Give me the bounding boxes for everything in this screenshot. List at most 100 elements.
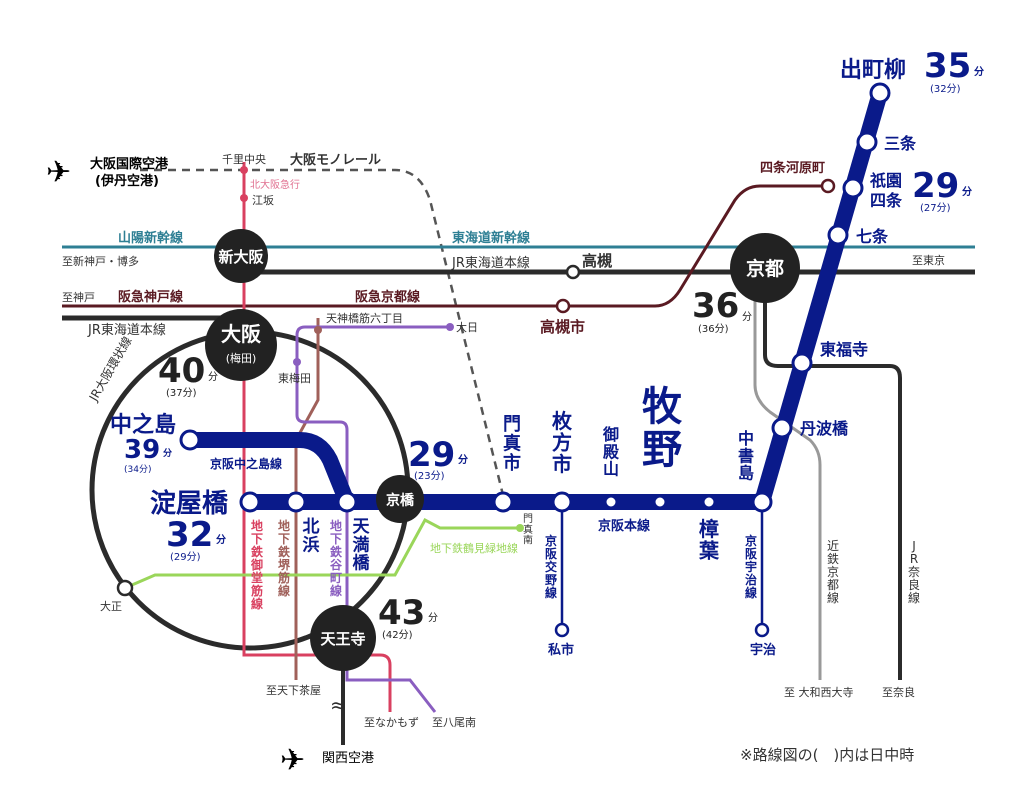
station-hirakata[interactable]: 牧野 bbox=[642, 384, 683, 473]
minor-stations bbox=[116, 166, 836, 638]
svg-text:(36分): (36分) bbox=[698, 323, 729, 335]
svg-text:分: 分 bbox=[216, 533, 226, 546]
dest-tokyo: 至東京 bbox=[912, 253, 945, 267]
station-uji[interactable]: 宇治 bbox=[750, 642, 776, 658]
label-tokaido-shinkansen: 東海道新幹線 bbox=[452, 230, 531, 246]
svg-text:分: 分 bbox=[962, 185, 972, 198]
svg-text:分: 分 bbox=[163, 447, 172, 459]
station-yodoyabashi[interactable]: 淀屋橋 bbox=[150, 488, 229, 519]
station-kuzuha[interactable]: 樟葉 bbox=[698, 517, 720, 563]
svg-text:(23分): (23分) bbox=[414, 470, 445, 482]
svg-text:32: 32 bbox=[166, 515, 213, 555]
sakaisuji-line bbox=[294, 318, 320, 680]
keihan-stations bbox=[179, 82, 891, 513]
svg-text:40: 40 bbox=[158, 351, 205, 391]
station-kitahama[interactable]: 北浜 bbox=[303, 517, 320, 555]
station-kyobashi[interactable]: 京橋 bbox=[386, 492, 415, 509]
tanimachi-line bbox=[295, 325, 450, 713]
svg-text:(37分): (37分) bbox=[166, 387, 197, 399]
dest-yaominami: 至八尾南 bbox=[432, 716, 476, 729]
tsurumi-line bbox=[124, 517, 520, 590]
break-mark: ≈ bbox=[330, 693, 347, 717]
station-takatsukishi[interactable]: 高槻市 bbox=[540, 318, 585, 336]
label-keihan-main: 京阪本線 bbox=[598, 518, 651, 534]
label-tanimachi: 地下鉄谷町線 bbox=[330, 518, 343, 598]
label-hankyu-kyoto: 阪急京都線 bbox=[355, 289, 421, 305]
station-taisho[interactable]: 大正 bbox=[100, 599, 122, 613]
footnote: ※路線図の( )内は日中時 bbox=[740, 746, 914, 764]
station-kawaramachi[interactable]: 四条河原町 bbox=[760, 160, 825, 176]
station-higashiumeda[interactable]: 東梅田 bbox=[278, 371, 311, 385]
station-esaka[interactable]: 江坂 bbox=[252, 194, 274, 207]
station-gion[interactable]: 祇園 bbox=[869, 171, 902, 190]
hankyu-line bbox=[62, 184, 828, 308]
station-gotenyama[interactable]: 御殿山 bbox=[602, 425, 620, 479]
monorail-line bbox=[140, 168, 505, 496]
label-midosuji: 地下鉄御堂筋線 bbox=[250, 518, 263, 611]
station-kisaichi[interactable]: 私市 bbox=[548, 642, 574, 658]
label-kitakyu: 北大阪急行 bbox=[250, 178, 300, 191]
airplane-icon: ✈ bbox=[46, 155, 71, 190]
jr-nara-line bbox=[763, 300, 902, 680]
station-tambabashi[interactable]: 丹波橋 bbox=[800, 419, 849, 438]
svg-text:29: 29 bbox=[408, 435, 455, 475]
hub-stations bbox=[205, 229, 800, 671]
station-shijo[interactable]: 四条 bbox=[870, 191, 903, 210]
station-demachi[interactable]: 出町柳 bbox=[840, 57, 906, 83]
itami-airport-label: 大阪国際空港 bbox=[90, 156, 169, 172]
label-katano: 京阪交野線 bbox=[545, 533, 558, 600]
station-takatsuki[interactable]: 高槻 bbox=[582, 252, 612, 270]
station-shichijo[interactable]: 七条 bbox=[856, 227, 889, 246]
svg-text:36: 36 bbox=[692, 286, 739, 326]
svg-text:35: 35 bbox=[924, 46, 971, 86]
svg-text:分: 分 bbox=[428, 612, 438, 624]
label-kintetsu: 近鉄京都線 bbox=[827, 539, 839, 605]
station-nakanoshima[interactable]: 中之島 bbox=[110, 412, 176, 438]
station-osaka-sub: (梅田) bbox=[226, 351, 257, 365]
midosuji-line bbox=[242, 162, 392, 712]
dest-nara: 至奈良 bbox=[882, 685, 915, 699]
station-kyoto[interactable]: 京都 bbox=[746, 257, 784, 280]
station-kadomaminami[interactable]: 門真南 bbox=[523, 513, 533, 547]
station-chushojima[interactable]: 中書島 bbox=[738, 429, 754, 483]
label-sanyo: 山陽新幹線 bbox=[118, 230, 184, 246]
station-shin-osaka[interactable]: 新大阪 bbox=[218, 248, 264, 266]
station-kadomashi[interactable]: 門真市 bbox=[503, 414, 521, 474]
station-sanjo[interactable]: 三条 bbox=[884, 134, 917, 153]
station-tennoji[interactable]: 天王寺 bbox=[320, 630, 365, 648]
station-hirakatashi[interactable]: 枚方市 bbox=[552, 409, 573, 476]
svg-text:(42分): (42分) bbox=[382, 629, 413, 641]
label-nakanoshima-line: 京阪中之島線 bbox=[210, 456, 282, 471]
station-temmabashi[interactable]: 天満橋 bbox=[353, 517, 371, 574]
label-sakaisuji: 地下鉄堺筋線 bbox=[277, 518, 291, 598]
label-jr-tokaido-east: JR東海道本線 bbox=[451, 255, 530, 271]
svg-text:分: 分 bbox=[208, 371, 218, 383]
kansai-airport-label: 関西空港 bbox=[322, 751, 374, 766]
label-hankyu-kobe: 阪急神戸線 bbox=[118, 289, 184, 305]
svg-text:29: 29 bbox=[912, 166, 959, 206]
svg-text:分: 分 bbox=[974, 65, 984, 78]
svg-text:(32分): (32分) bbox=[930, 83, 961, 95]
dest-yamato: 至 大和西大寺 bbox=[784, 685, 854, 699]
svg-text:(27分): (27分) bbox=[920, 202, 951, 214]
station-osaka[interactable]: 大阪 bbox=[221, 322, 262, 346]
station-senri[interactable]: 千里中央 bbox=[222, 153, 266, 166]
dest-tengachaya: 至天下茶屋 bbox=[266, 684, 321, 697]
station-tenjinbashi[interactable]: 天神橋筋六丁目 bbox=[326, 311, 403, 325]
svg-text:43: 43 bbox=[378, 593, 425, 633]
itami-airport-sub: (伊丹空港) bbox=[95, 173, 159, 189]
svg-text:(29分): (29分) bbox=[170, 551, 201, 563]
station-tofukuji[interactable]: 東福寺 bbox=[820, 340, 868, 359]
station-dainichi[interactable]: 大日 bbox=[456, 320, 478, 334]
